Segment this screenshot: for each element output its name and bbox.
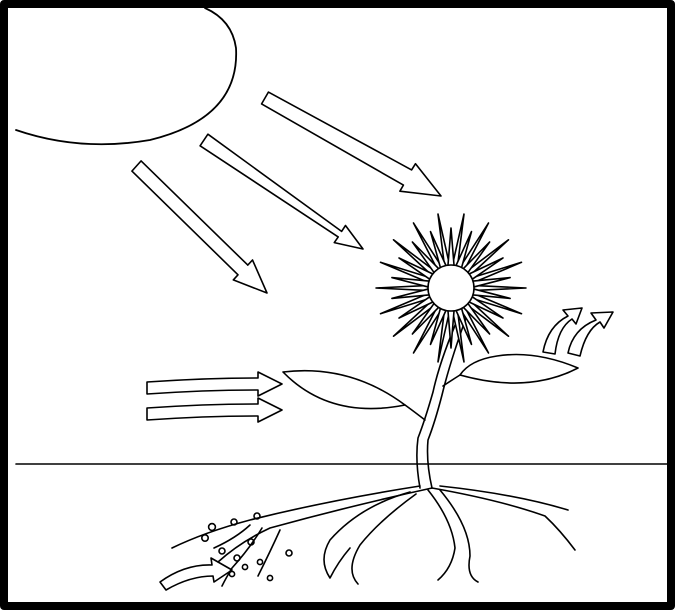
flower-petal xyxy=(376,285,429,290)
water-bubble xyxy=(209,524,216,531)
diagram-frame xyxy=(4,4,671,606)
water-bubble xyxy=(242,564,247,569)
sun-shape xyxy=(16,8,236,144)
wind-arrow-1 xyxy=(147,372,282,396)
water-bubble xyxy=(267,575,272,580)
sunlight-arrows xyxy=(132,92,441,293)
sunlight-arrow-1 xyxy=(132,161,267,293)
flower xyxy=(376,214,526,362)
wind-arrow-2 xyxy=(147,398,282,422)
flower-center xyxy=(428,265,474,311)
flower-petal xyxy=(448,228,454,266)
soil-water-arrow xyxy=(160,558,232,590)
left-leaf-stalk xyxy=(405,405,425,420)
transpiration-arrows xyxy=(543,308,613,356)
water-bubble xyxy=(219,548,225,554)
right-leaf xyxy=(460,355,578,384)
left-leaf xyxy=(283,371,405,409)
water-bubble xyxy=(202,535,208,541)
sunlight-arrow-2 xyxy=(200,134,363,249)
transpiration-arrow-1 xyxy=(543,308,582,354)
sunlight-arrow-3 xyxy=(262,92,441,196)
water-bubble xyxy=(257,559,262,564)
water-bubble xyxy=(286,550,292,556)
water-bubble xyxy=(234,555,240,561)
transpiration-arrow-2 xyxy=(568,312,613,356)
wind-arrows xyxy=(147,372,282,422)
water-bubble xyxy=(229,571,234,576)
flower-petal xyxy=(473,285,526,290)
